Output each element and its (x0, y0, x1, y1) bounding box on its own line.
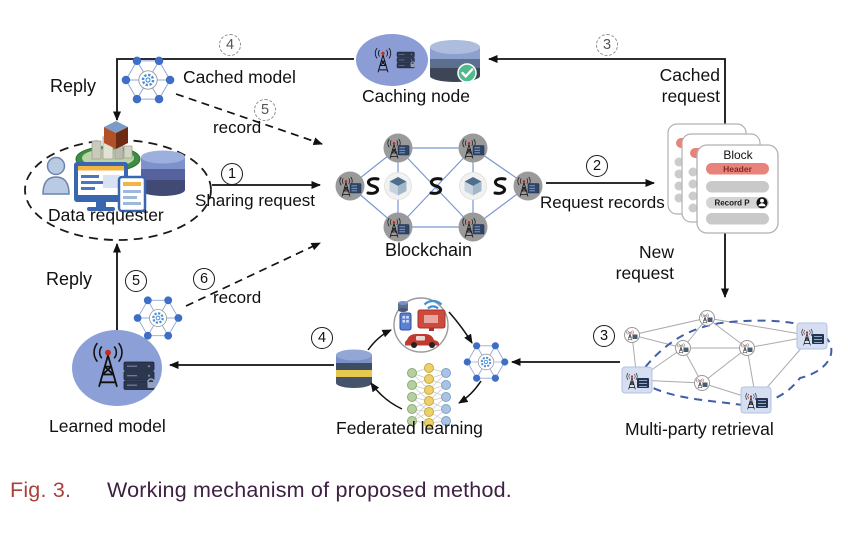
request-records-label: Request records (540, 193, 665, 212)
cached-model-label: Cached model (183, 67, 296, 87)
chain-link-icon (493, 177, 507, 195)
caching-node-group (356, 34, 480, 86)
party-basestation-icon (741, 387, 771, 413)
step-5-dashed: 5 (254, 99, 276, 121)
blockchain-node-icon (514, 172, 543, 201)
tablet-icon (117, 175, 147, 213)
figure-caption: Working mechanism of proposed method. (107, 478, 512, 502)
arrow-record-bottom-dashed (185, 242, 321, 307)
arrow-cachingnode-to-requester (113, 58, 354, 121)
learned-model-label: Learned model (49, 416, 166, 436)
party-basestation-icon (622, 367, 652, 393)
phone-icon (399, 312, 412, 331)
sharing-request-label: Sharing request (195, 191, 316, 210)
data-requester-label: Data requester (48, 205, 164, 225)
reply-bottom-label: Reply (46, 269, 93, 289)
blockchain-node-icon (384, 213, 413, 242)
neural-network-icon (407, 363, 451, 428)
record-top-label: record (213, 118, 262, 137)
cached-model-network-icon (120, 55, 176, 105)
blockchain-node-icon (459, 213, 488, 242)
caching-node-ellipse (356, 34, 428, 86)
fl-database-icon (336, 349, 372, 388)
blockchain-node-icon (459, 134, 488, 163)
step-5: 5 (125, 270, 147, 292)
data-requester-dashed-ellipse (24, 139, 212, 241)
party-node-icon (625, 328, 640, 343)
fl-cycle-arrows (367, 311, 482, 410)
blockchain-label: Blockchain (385, 240, 473, 260)
record-bottom-label: record (213, 288, 262, 307)
multi-party-mesh (631, 317, 813, 401)
data-requester-group (24, 121, 212, 241)
step-3-dashed: 3 (596, 34, 618, 56)
mini-database-icon (398, 301, 408, 312)
step-3: 3 (593, 325, 615, 347)
multi-party-network (622, 311, 833, 414)
party-node-icon (695, 376, 710, 391)
new-request-line2: request (615, 263, 674, 283)
party-node-icon (700, 311, 715, 326)
arrow-record-top-dashed (175, 93, 323, 146)
cached-request-label: Cached request (648, 65, 720, 107)
step-4: 4 (311, 327, 333, 349)
learned-model-group (72, 330, 162, 406)
learned-model-network-icon (132, 295, 184, 341)
cube-icon (384, 172, 412, 200)
reply-top-label: Reply (50, 76, 97, 96)
block-stack: Block Header Record P (667, 123, 779, 234)
block-record-label: Record P (714, 199, 750, 208)
server-icon (396, 51, 416, 69)
database-icon (141, 150, 185, 196)
step-6: 6 (193, 268, 215, 290)
check-icon (457, 63, 477, 83)
monitor-icon (74, 162, 128, 211)
server-icon (123, 361, 156, 391)
block-header-label: Header (723, 164, 753, 174)
party-node-icon (676, 341, 691, 356)
smart-monitor-icon (417, 309, 446, 331)
party-node-icon (740, 341, 755, 356)
step-1: 1 (221, 163, 243, 185)
new-request-label: New request (612, 242, 674, 284)
chain-link-icon (366, 177, 380, 195)
block-title: Block (723, 148, 753, 162)
person-icon (42, 156, 70, 195)
party-basestation-icon (797, 323, 827, 349)
cached-request-line2: request (661, 86, 720, 106)
blockchain-node-icon (384, 134, 413, 163)
new-request-line1: New (638, 242, 674, 262)
cube-icon (459, 172, 487, 200)
cached-request-line1: Cached (659, 65, 720, 85)
fl-aggregator-network-icon (462, 341, 510, 383)
multi-party-label: Multi-party retrieval (625, 419, 774, 439)
iot-devices-icon (393, 297, 449, 353)
step-4-dashed: 4 (219, 34, 241, 56)
blockchain-group (336, 134, 543, 242)
person-badge-icon (756, 197, 768, 209)
federated-learning-label: Federated learning (336, 418, 483, 438)
blockchain-node-icon (336, 172, 365, 201)
figure-number: Fig. 3. (10, 478, 72, 502)
step-2: 2 (586, 155, 608, 177)
car-icon (405, 334, 439, 348)
caching-node-label: Caching node (362, 86, 470, 106)
federated-learning-cycle (336, 297, 510, 428)
